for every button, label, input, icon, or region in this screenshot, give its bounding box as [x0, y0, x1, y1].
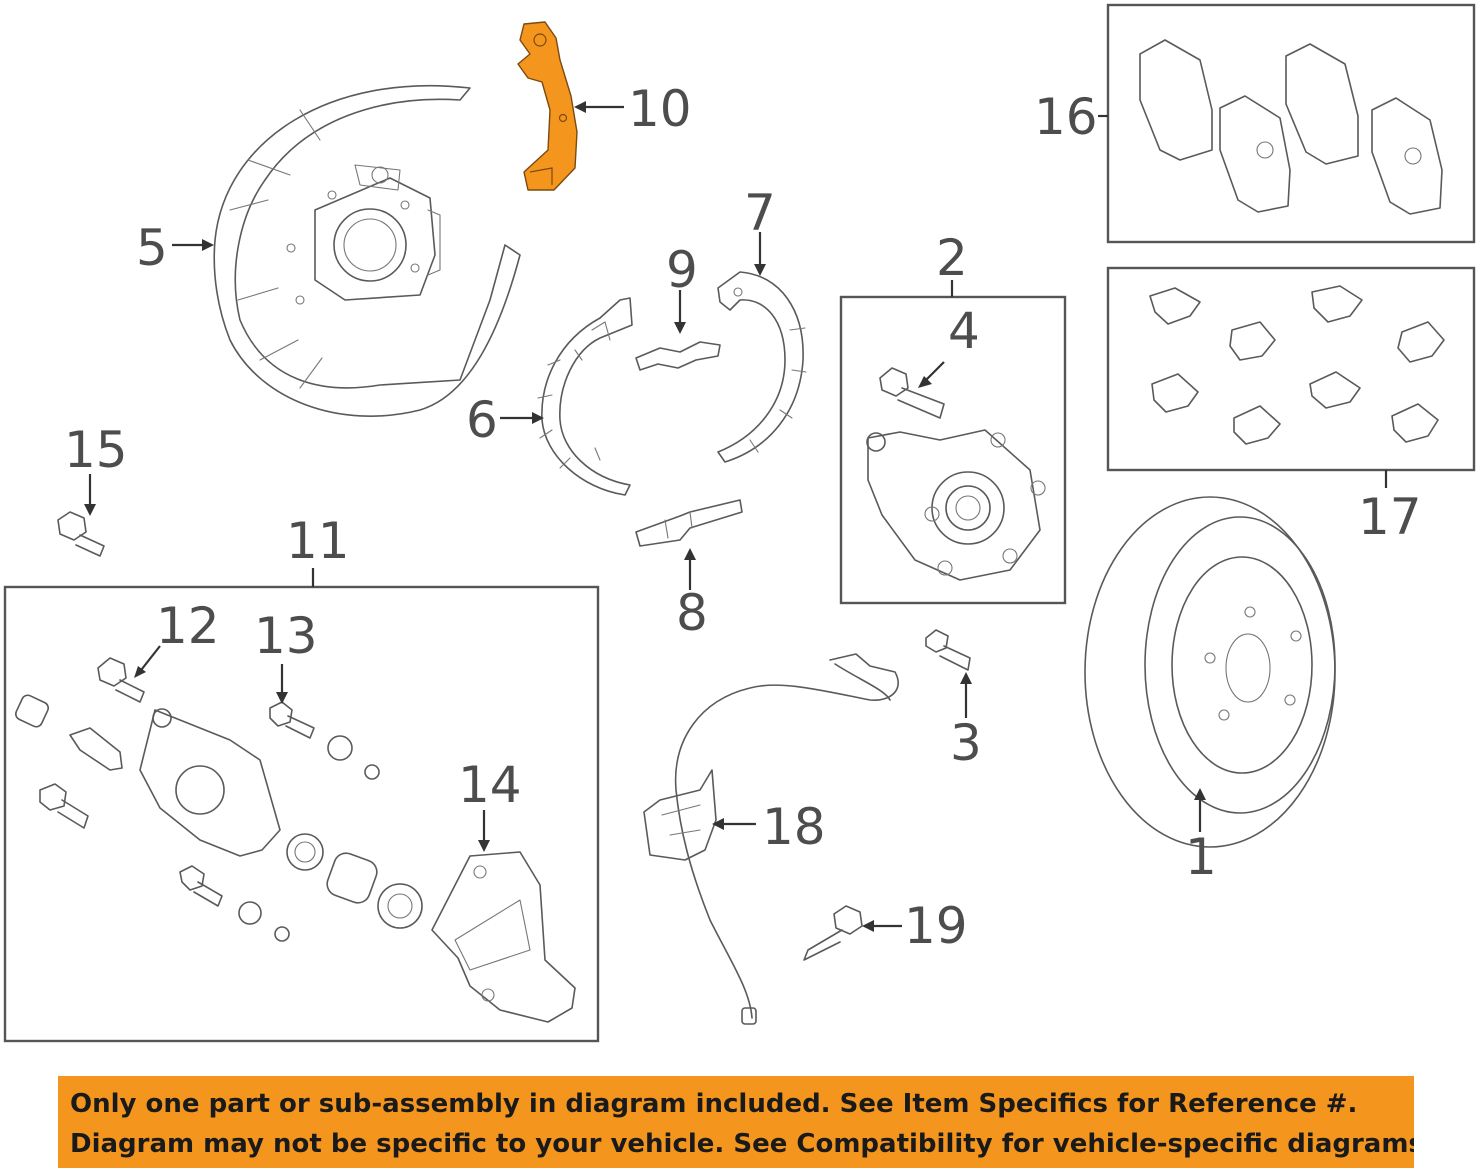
callout-16: 16: [1034, 88, 1098, 146]
part-10-parking-brake-lever: [517, 21, 578, 191]
callout-7: 7: [744, 184, 776, 242]
part-17-clips-box: [1106, 266, 1476, 472]
part-12-bolt: [97, 657, 145, 703]
part-17-clips: [1149, 285, 1445, 445]
disclaimer-line-1: Only one part or sub-assembly in diagram…: [70, 1089, 1358, 1119]
callout-5: 5: [136, 219, 168, 277]
part-4-bolt: [879, 367, 945, 419]
callout-14: 14: [458, 756, 522, 814]
callout-9: 9: [666, 241, 698, 299]
part-14-caliper-bracket: [431, 851, 576, 1023]
part-7-brake-shoe: [717, 271, 807, 463]
callout-4: 4: [948, 302, 980, 360]
callout-10: 10: [628, 80, 692, 138]
part-1-rotor: [1084, 496, 1336, 848]
disclaimer-banner: Only one part or sub-assembly in diagram…: [58, 1076, 1414, 1168]
callout-15: 15: [64, 421, 128, 479]
callout-13: 13: [254, 607, 318, 665]
part-15-bolt: [57, 511, 105, 557]
callout-3: 3: [950, 714, 982, 772]
callout-11: 11: [286, 512, 350, 570]
callout-12: 12: [156, 597, 220, 655]
disclaimer-line-2: Diagram may not be specific to your vehi…: [70, 1129, 1414, 1159]
hub-assembly: [866, 429, 1046, 581]
part-5-backing-plate: [213, 84, 521, 417]
part-19-bolt: [803, 905, 863, 961]
callout-1: 1: [1185, 828, 1217, 886]
part-16-brake-pads: [1139, 39, 1443, 215]
part-18-abs-sensor: [643, 653, 899, 1025]
part-9-strut: [635, 341, 721, 371]
part-8-adjuster: [635, 499, 743, 547]
part-16-pads-box: [1106, 3, 1476, 244]
part-6-brake-shoe: [537, 297, 633, 496]
callout-17: 17: [1358, 488, 1422, 546]
leader-arrows: [84, 101, 1206, 932]
callout-2: 2: [936, 229, 968, 287]
caliper-small-parts: [14, 694, 423, 942]
part-11-caliper-box: [3, 585, 600, 1043]
part-13-bolt: [269, 701, 315, 739]
callout-19: 19: [904, 897, 968, 955]
callout-18: 18: [762, 798, 826, 856]
callout-8: 8: [676, 584, 708, 642]
callout-6: 6: [466, 391, 498, 449]
part-3-bolt: [925, 629, 971, 671]
